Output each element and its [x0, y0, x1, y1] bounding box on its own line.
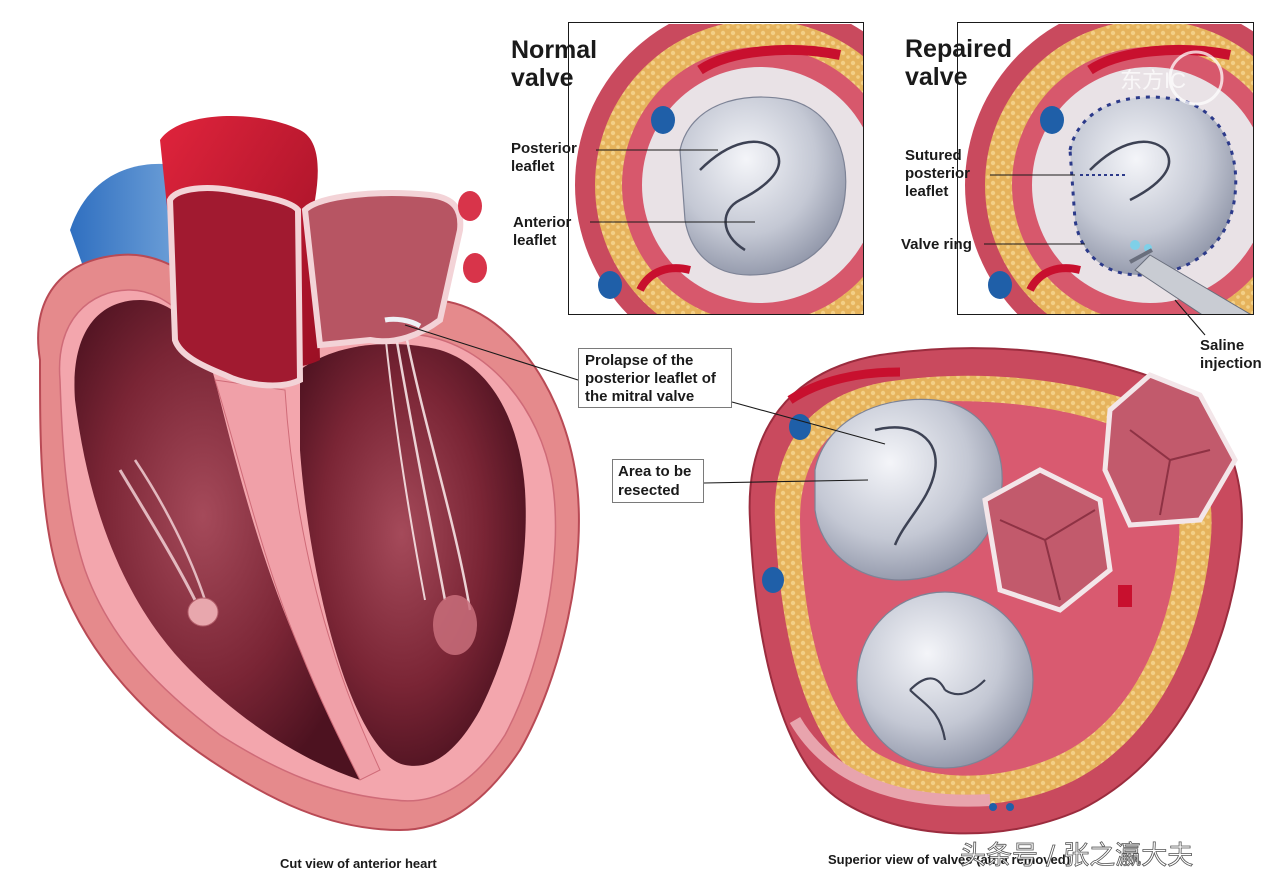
- prolapse-leader-line-left: [404, 324, 579, 381]
- superior-view-illustration: [748, 347, 1243, 835]
- area-resected-label-box: Area to be resected: [612, 459, 704, 503]
- normal-valve-title-line-2: valve: [511, 64, 574, 92]
- saline-injection-label-line-2: injection: [1200, 355, 1262, 372]
- anterior-leaflet-label-line-2: leaflet: [513, 232, 556, 249]
- sutured-posterior-leaflet-label-line-3: leaflet: [905, 183, 948, 200]
- area-resected-label-line-2: resected: [618, 482, 680, 499]
- sutured-posterior-leaflet-label-line-1: Sutured: [905, 147, 962, 164]
- posterior-leaflet-label-line-1: Posterior: [511, 140, 577, 157]
- anterior-leaflet-label-line-1: Anterior: [513, 214, 572, 231]
- inset-normal-valve: Normal valve Posterior leaflet Anterior …: [511, 22, 864, 315]
- valve-ring-label: Valve ring: [901, 236, 972, 253]
- watermark-text: 头条号 / 张之瀛大夫: [960, 841, 1193, 871]
- repaired-valve-title-line-1: Repaired: [905, 35, 1012, 63]
- watermark-logo-text: 东方IC: [1120, 68, 1186, 93]
- saline-injection-leader-line: [1174, 299, 1206, 336]
- heart-cut-view-illustration: [37, 116, 580, 832]
- caption-superior-view: Superior view of valves (atria removed): [828, 852, 1070, 867]
- area-resected-leader-line: [703, 479, 869, 484]
- saline-injection-label-line-1: Saline: [1200, 337, 1244, 354]
- repaired-valve-title-line-2: valve: [905, 63, 968, 91]
- posterior-leaflet-label-line-2: leaflet: [511, 158, 554, 175]
- prolapse-label-line-1: Prolapse of the: [585, 352, 693, 369]
- watermark-logo: 东方IC: [1120, 50, 1224, 106]
- prolapse-label-box: Prolapse of the posterior leaflet of the…: [578, 348, 732, 408]
- area-resected-label-line-1: Area to be: [618, 463, 691, 480]
- inset-repaired-valve: 东方IC Repaired valve Sutured posterior le…: [901, 22, 1262, 372]
- prolapse-label-line-3: the mitral valve: [585, 388, 694, 405]
- prolapse-leader-line-right: [731, 401, 886, 445]
- caption-cut-view: Cut view of anterior heart: [280, 856, 437, 871]
- normal-valve-title-line-1: Normal: [511, 36, 597, 64]
- sutured-posterior-leaflet-label-line-2: posterior: [905, 165, 970, 182]
- prolapse-label-line-2: posterior leaflet of: [585, 370, 717, 387]
